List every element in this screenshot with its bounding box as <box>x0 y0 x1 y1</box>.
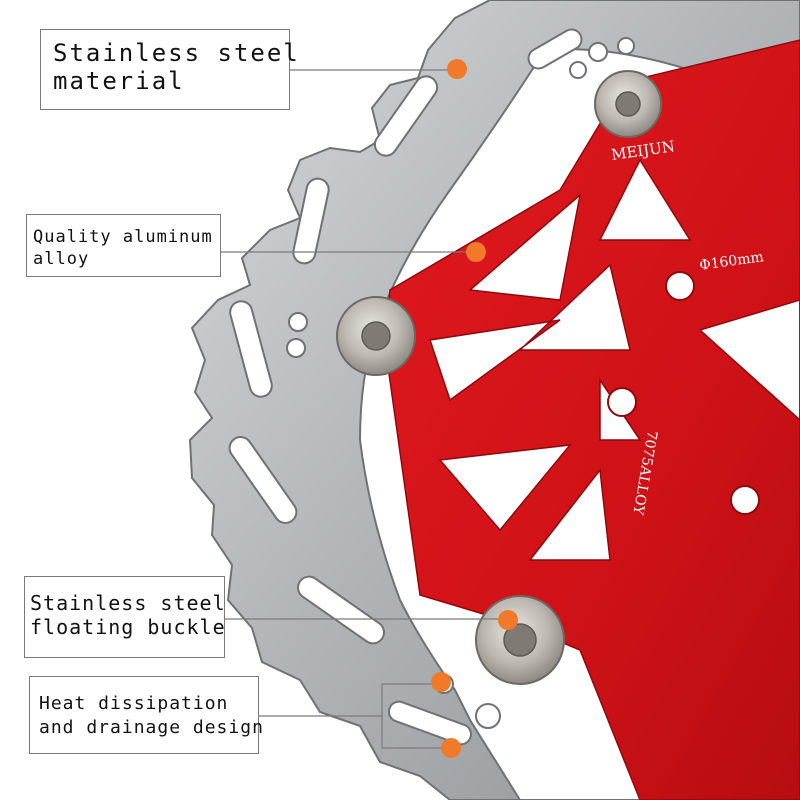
callout-line: Stainless steel <box>53 39 300 67</box>
callout-line: Heat dissipation <box>39 693 229 714</box>
marker-dot <box>441 738 461 758</box>
callout-markers <box>431 59 518 758</box>
floating-rivets <box>336 70 662 685</box>
leader-lines <box>221 69 508 749</box>
callout-floating-buckle: Stainless steel floating buckle <box>24 576 225 658</box>
callout-line: material <box>53 67 185 95</box>
callout-stainless-steel-material: Stainless steel material <box>40 29 300 110</box>
callout-aluminum-alloy: Quality aluminum alloy <box>26 214 221 277</box>
callout-line: floating buckle <box>30 615 226 639</box>
vent-hole <box>617 37 635 55</box>
vent-hole <box>475 703 501 729</box>
vent-slot <box>527 28 583 70</box>
callout-line: alloy <box>33 249 90 269</box>
callout-heat-dissipation: Heat dissipation and drainage design <box>29 676 264 754</box>
callout-line: Quality aluminum <box>33 227 213 247</box>
vent-hole <box>588 42 608 62</box>
callout-line: and drainage design <box>39 717 264 738</box>
marker-dot <box>431 672 451 692</box>
callout-line: Stainless steel <box>30 591 226 615</box>
rivet-top <box>594 70 662 138</box>
vent-slot <box>373 75 439 157</box>
vent-hole <box>288 312 308 332</box>
rivet-bottom <box>475 595 565 685</box>
marker-dot <box>447 59 467 79</box>
vent-slot <box>292 177 330 265</box>
vent-slot <box>387 700 473 746</box>
vent-hole <box>569 61 587 79</box>
vent-hole <box>286 338 306 358</box>
marker-dot <box>466 242 486 262</box>
vent-slot <box>229 300 273 398</box>
carrier-hole <box>665 271 695 301</box>
leader-line <box>259 683 450 749</box>
carrier-hole <box>607 387 637 417</box>
rivet-middle <box>336 296 416 376</box>
carrier-hole <box>730 485 760 515</box>
marker-dot <box>498 610 518 630</box>
ventilation-slots <box>228 28 635 746</box>
vent-slot <box>228 436 298 524</box>
